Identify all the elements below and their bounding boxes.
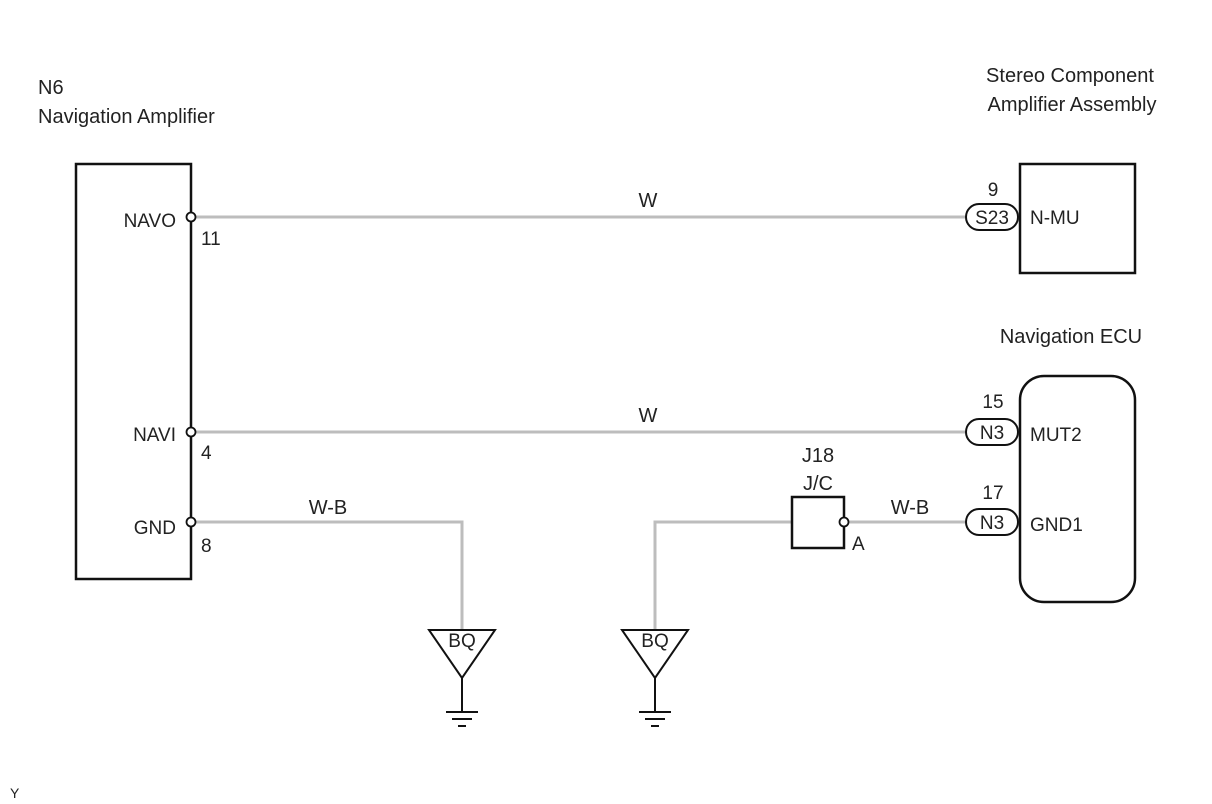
navigation-amplifier-box — [74, 162, 193, 581]
ecu-terminal-mut2: MUT2 — [1030, 425, 1082, 446]
junction-type: J/C — [803, 473, 833, 495]
junction-pin-label: A — [852, 534, 865, 555]
pin-navo-terminal — [185, 211, 197, 223]
pin-navi-number: 4 — [201, 443, 212, 464]
connector-n3-gnd1-label: N3 — [980, 513, 1004, 534]
ground-point-right: BQ — [620, 629, 690, 727]
pin-navo-number: 11 — [201, 229, 221, 250]
wire-navo-color: W — [639, 190, 658, 212]
navigation-ecu-box — [1018, 374, 1137, 604]
pin-navi-label: NAVI — [133, 425, 176, 446]
stereo-amplifier-box — [1018, 162, 1137, 275]
junction-box — [790, 495, 846, 550]
connector-n3-mut2 — [965, 418, 1019, 446]
wire-gnd-right-color: W-B — [891, 497, 930, 519]
wire-gnd-left-color: W-B — [309, 497, 348, 519]
pin-gnd-label: GND — [134, 518, 176, 539]
stereo-amplifier-name-line1: Stereo Component — [986, 65, 1154, 87]
navigation-amplifier-code: N6 — [38, 77, 64, 99]
junction-terminal — [838, 516, 850, 528]
stereo-pin-number: 9 — [988, 180, 999, 201]
connector-n3-gnd1 — [965, 508, 1019, 536]
pin-navi-terminal — [185, 426, 197, 438]
connector-s23 — [965, 203, 1019, 231]
pin-gnd-terminal — [185, 516, 197, 528]
ecu-pin-mut2-number: 15 — [982, 392, 1003, 413]
wire-junction-to-ground — [653, 520, 792, 632]
ecu-pin-gnd1-number: 17 — [982, 483, 1003, 504]
wire-navi-color: W — [639, 405, 658, 427]
navigation-amplifier-name: Navigation Amplifier — [38, 106, 215, 128]
ground-point-left: BQ — [427, 629, 497, 727]
ecu-terminal-gnd1: GND1 — [1030, 515, 1083, 536]
stereo-terminal-label: N-MU — [1030, 208, 1080, 229]
pin-navo-label: NAVO — [124, 211, 176, 232]
ground-right-label: BQ — [641, 631, 668, 652]
connector-n3-mut2-label: N3 — [980, 423, 1004, 444]
ground-triangle-left — [427, 629, 497, 680]
ground-left-label: BQ — [448, 631, 475, 652]
corner-mark: Y — [10, 785, 20, 801]
navigation-ecu-name: Navigation ECU — [1000, 326, 1142, 348]
pin-gnd-number: 8 — [201, 536, 212, 557]
connector-s23-label: S23 — [975, 208, 1009, 229]
wire-gnd-left — [195, 520, 464, 632]
ground-triangle-right — [620, 629, 690, 680]
junction-code: J18 — [802, 445, 834, 467]
stereo-amplifier-name-line2: Amplifier Assembly — [988, 94, 1157, 116]
